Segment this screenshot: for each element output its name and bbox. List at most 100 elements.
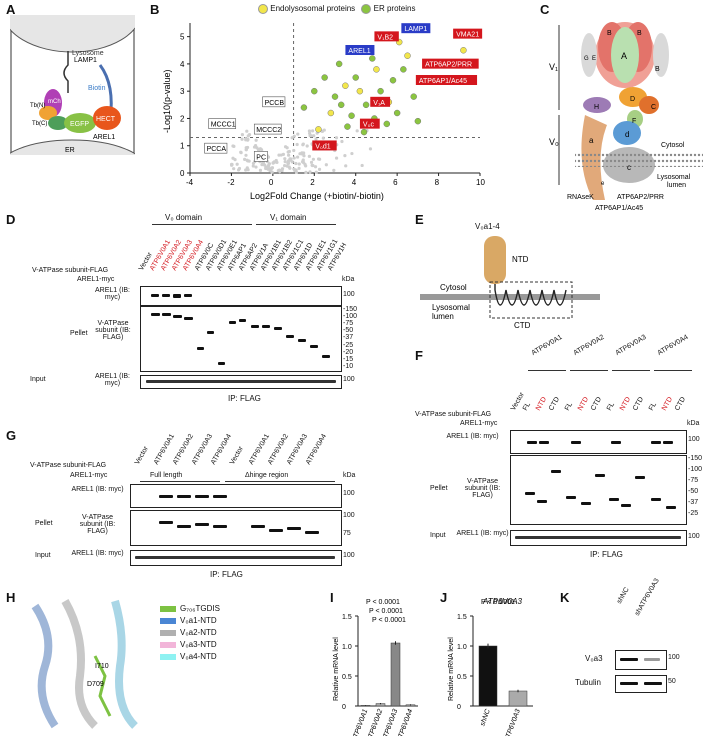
b-bg-point — [310, 134, 313, 137]
b-bg-point — [300, 151, 303, 154]
b-x-tick-label: 4 — [352, 178, 357, 187]
b-bg-point — [283, 157, 286, 160]
b-bg-point — [259, 169, 262, 172]
b-point — [357, 88, 363, 94]
b-point — [363, 102, 369, 108]
b-y-tick-label: 2 — [180, 114, 185, 123]
a-lysosome: Lysosome — [72, 50, 104, 57]
b-bg-point — [266, 167, 269, 170]
i-bar-chart: 00.51.01.5ATP6V0A1ATP6V0A2ATP6V0A3ATP6V0… — [330, 596, 430, 736]
b-x-tick-label: -4 — [186, 178, 194, 187]
panel-label-e: E — [415, 212, 424, 227]
a-tbc: Tb(C) — [32, 121, 47, 127]
b-x-tick-label: -2 — [227, 178, 235, 187]
mw-marker: -37 — [688, 499, 698, 506]
d-v0-bracket — [152, 224, 252, 225]
b-bg-point — [239, 151, 242, 154]
g-full: Full length — [150, 472, 182, 479]
e-cytosol: Cytosol — [440, 283, 467, 292]
d-row1: V-ATPase subunit-FLAG — [32, 267, 108, 274]
bar — [391, 643, 400, 706]
c-v0: V₀ — [549, 137, 559, 147]
b-bg-point — [356, 129, 359, 132]
c-rnasek: RNAseK — [567, 194, 594, 201]
b-bg-point — [332, 169, 335, 172]
b-bg-point — [287, 162, 290, 165]
g-lane-labels: VectorATP6V0A1ATP6V0A2ATP6V0A3ATP6V0A4Ve… — [130, 428, 360, 466]
d-ip: IP: FLAG — [228, 394, 261, 403]
mw-marker: -10 — [343, 363, 353, 370]
b-bg-point — [335, 136, 338, 139]
c-cytosol: Cytosol — [661, 142, 685, 149]
d-domain-v0: V₀ domain — [165, 213, 202, 222]
b-bg-point — [325, 163, 328, 166]
k-blot-tubulin — [615, 675, 667, 693]
d-pellet: Pellet — [70, 330, 88, 337]
b-gray-label-text: MCCC2 — [256, 127, 281, 134]
bar — [479, 646, 497, 706]
h-res1: I710 — [95, 663, 109, 670]
b-bg-point — [317, 157, 320, 160]
b-bg-point — [238, 167, 241, 170]
g-row2: AREL1-myc — [70, 472, 107, 479]
b-bg-point — [301, 160, 304, 163]
b-bg-point — [232, 167, 235, 170]
b-bg-point — [296, 132, 299, 135]
h-legend-item: V₀a3-NTD — [160, 640, 240, 649]
f-sub-label: FL — [648, 401, 658, 412]
a-arel1: AREL1 — [93, 134, 115, 141]
d-kda: kDa — [342, 276, 354, 283]
b-label-text: VMA21 — [456, 32, 479, 39]
a-mch: mCh — [48, 99, 61, 105]
b-gray-label-text: PCCA — [207, 146, 227, 153]
mw-marker: -150 — [343, 306, 357, 313]
b-bg-point — [310, 161, 313, 164]
y-tick-label: 1.5 — [457, 614, 467, 621]
b-x-tick-label: 10 — [476, 178, 485, 187]
b-point — [349, 113, 355, 119]
g-blot-input — [130, 550, 342, 566]
b-point — [384, 121, 390, 127]
b-bg-point — [255, 146, 258, 149]
d-blot1-label: AREL1 (IB: myc) — [90, 287, 135, 301]
b-bg-point — [350, 152, 353, 155]
p-value: P < 0.0001 — [366, 599, 400, 606]
panel-label-d: D — [6, 212, 15, 227]
h-res2: D709 — [87, 681, 104, 688]
b-point — [353, 75, 359, 81]
c-v1: V₁ — [549, 62, 558, 72]
b-point — [338, 102, 344, 108]
b-bg-point — [260, 163, 263, 166]
b-gray-label-text: MCCC1 — [211, 122, 236, 129]
b-y-tick-label: 1 — [180, 142, 185, 151]
y-axis-label: Relative mRNA level — [333, 637, 340, 701]
mw-marker: -20 — [343, 349, 353, 356]
b-point — [411, 94, 417, 100]
mw-marker: -25 — [343, 342, 353, 349]
f-group-label: ATP6V0A2 — [573, 334, 606, 357]
panel-label-g: G — [6, 428, 16, 443]
y-tick-label: 1.0 — [342, 644, 352, 651]
b-y-tick-label: 4 — [180, 60, 185, 69]
e-lumen: Lysosomallumen — [432, 303, 470, 321]
b-y-tick-label: 5 — [180, 33, 185, 42]
b-label-text: V₁B2 — [377, 34, 393, 41]
b-legend: Endolysosomal proteins ER proteins — [258, 4, 415, 14]
b-bg-point — [340, 140, 343, 143]
b-bg-point — [243, 158, 246, 161]
f-sub-label: NTD — [661, 396, 674, 412]
mw-marker: -75 — [343, 320, 353, 327]
svg-text:B: B — [637, 30, 642, 37]
d-blot-flag — [140, 306, 342, 372]
b-point — [336, 61, 342, 67]
f-blot-input — [510, 530, 687, 546]
b-bg-point — [246, 166, 249, 169]
d-v1-bracket — [256, 224, 336, 225]
f-sub-label: CTD — [632, 396, 645, 412]
b-x-tick-label: 6 — [393, 178, 398, 187]
b-point — [361, 129, 367, 135]
d-blot-arel1 — [140, 286, 342, 306]
f-lane-labels: VectorATP6V0A1FLNTDCTDATP6V0A2FLNTDCTDAT… — [510, 350, 690, 412]
b-bg-point — [236, 163, 239, 166]
b-gray-label-text: PC — [256, 154, 266, 161]
